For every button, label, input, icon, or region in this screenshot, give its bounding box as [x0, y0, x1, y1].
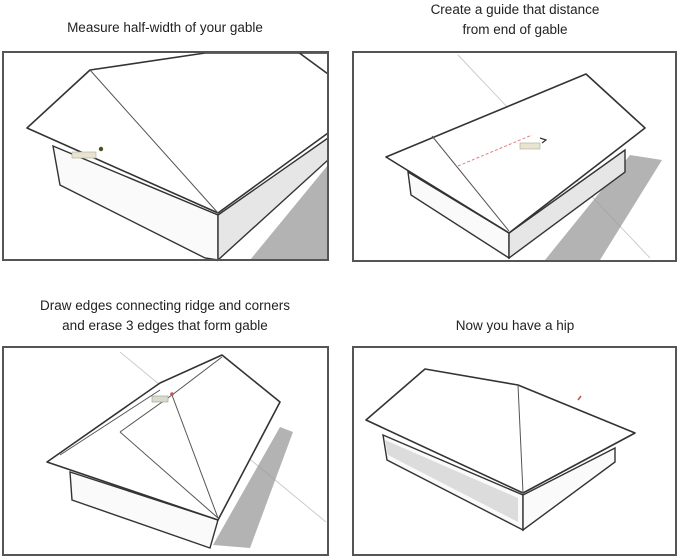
- panel-frame: [352, 346, 677, 556]
- shadow: [545, 155, 662, 260]
- panel-1-gable-measure: [2, 51, 329, 262]
- caption-step-3: Draw edges connecting ridge and corners …: [0, 296, 330, 336]
- eave-edge: [59, 389, 161, 456]
- tape-measure-cursor-icon: [539, 137, 548, 144]
- hip-edge: [517, 384, 524, 494]
- hip-edge: [89, 69, 219, 214]
- roof: [365, 368, 636, 494]
- ridge-edge: [297, 51, 329, 75]
- panel-frame: [352, 51, 677, 262]
- panel-3-connect-edges: [2, 346, 329, 556]
- ridge-edge: [171, 356, 223, 396]
- panel-2-guide: [352, 51, 677, 262]
- cursor-marker: [577, 395, 582, 401]
- gable-edge: [431, 135, 510, 232]
- roof: [46, 354, 281, 521]
- shadow: [250, 165, 328, 260]
- caption-step-2: Create a guide that distance from end of…: [353, 0, 677, 40]
- roof: [385, 73, 646, 234]
- caption-line: Now you have a hip: [455, 318, 575, 333]
- measure-tooltip: [519, 142, 541, 150]
- panel-4-hip-result: [352, 346, 677, 556]
- caption-line: and erase 3 edges that form gable: [62, 318, 268, 333]
- caption-line: Draw edges connecting ridge and corners: [40, 298, 290, 313]
- endpoint-marker: [170, 392, 174, 396]
- caption-line: Create a guide that distance: [430, 2, 600, 17]
- caption-step-1: Measure half-width of your gable: [0, 18, 330, 38]
- endpoint-tooltip: [151, 395, 169, 403]
- panel-frame: [2, 346, 329, 556]
- measure-tooltip: [71, 151, 97, 159]
- panel-frame: [2, 51, 329, 261]
- guide-distance-line: [457, 134, 533, 167]
- side-wall: [522, 446, 616, 532]
- eave-shadow: [385, 440, 518, 522]
- side-wall: [508, 148, 626, 260]
- shadow: [213, 427, 293, 548]
- hip-edge: [171, 394, 219, 519]
- caption-line: Measure half-width of your gable: [67, 20, 263, 35]
- caption-step-4: Now you have a hip: [353, 316, 677, 336]
- caption-line: from end of gable: [462, 22, 568, 37]
- hip-edge: [119, 431, 219, 519]
- measure-point: [98, 146, 104, 152]
